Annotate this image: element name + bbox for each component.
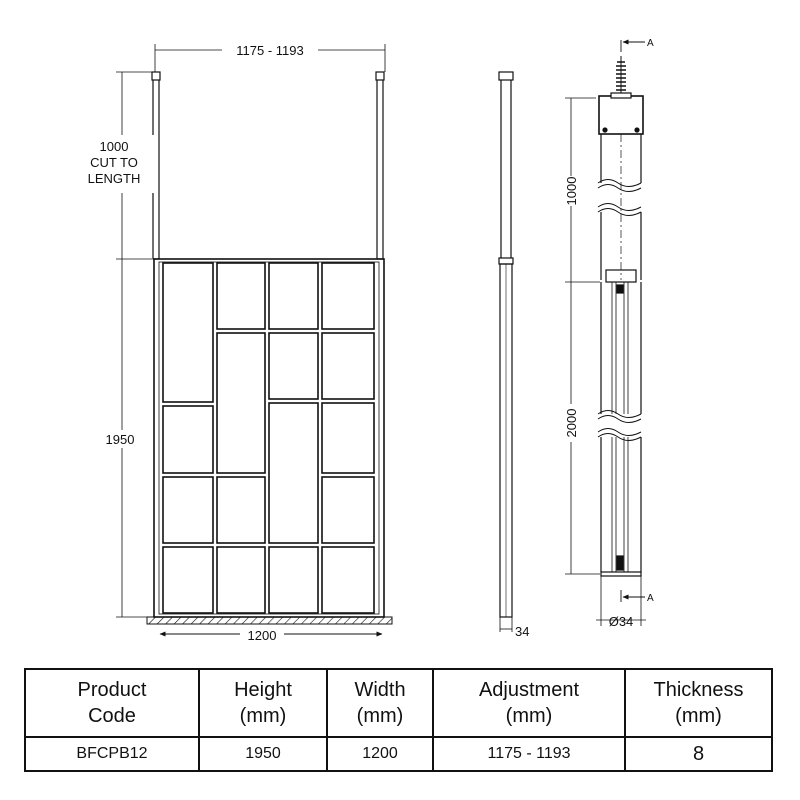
support-arm-right — [376, 74, 384, 260]
header-thickness: Thickness(mm) — [624, 668, 773, 738]
table-row: BFCPB12 1950 1200 1175 - 1193 8 — [24, 736, 773, 772]
technical-drawing: 1175 - 1193 1000 CUT TO LENGTH 1950 1200… — [88, 38, 654, 643]
floor-hatch — [146, 616, 393, 625]
cell-thickness: 8 — [624, 736, 773, 772]
width-range-label: 1175 - 1193 — [236, 43, 303, 58]
section-panel-height-label: 2000 — [564, 409, 579, 438]
header-height: Height(mm) — [198, 668, 328, 738]
section-marker-bottom: A — [647, 593, 654, 604]
header-adjustment: Adjustment(mm) — [432, 668, 626, 738]
cell-adjustment: 1175 - 1193 — [432, 736, 626, 772]
cell-width: 1200 — [326, 736, 434, 772]
cell-product-code: BFCPB12 — [24, 736, 200, 772]
section-marker-top: A — [647, 38, 654, 49]
panel-height-label: 1950 — [106, 432, 135, 447]
panel-width-label: 1200 — [248, 628, 277, 643]
header-width: Width(mm) — [326, 668, 434, 738]
arm-height-label: 1000 — [100, 139, 129, 154]
arm-note-line2: LENGTH — [88, 171, 141, 186]
crittall-grid — [162, 262, 375, 614]
arm-note-line1: CUT TO — [90, 155, 138, 170]
section-diameter-label: Ø34 — [609, 614, 634, 629]
side-elevation — [498, 71, 514, 632]
front-elevation — [116, 44, 393, 637]
section-arm-length-label: 1000 — [564, 177, 579, 206]
cell-height: 1950 — [198, 736, 328, 772]
section-detail — [565, 39, 646, 626]
profile-depth-label: 34 — [515, 624, 529, 639]
